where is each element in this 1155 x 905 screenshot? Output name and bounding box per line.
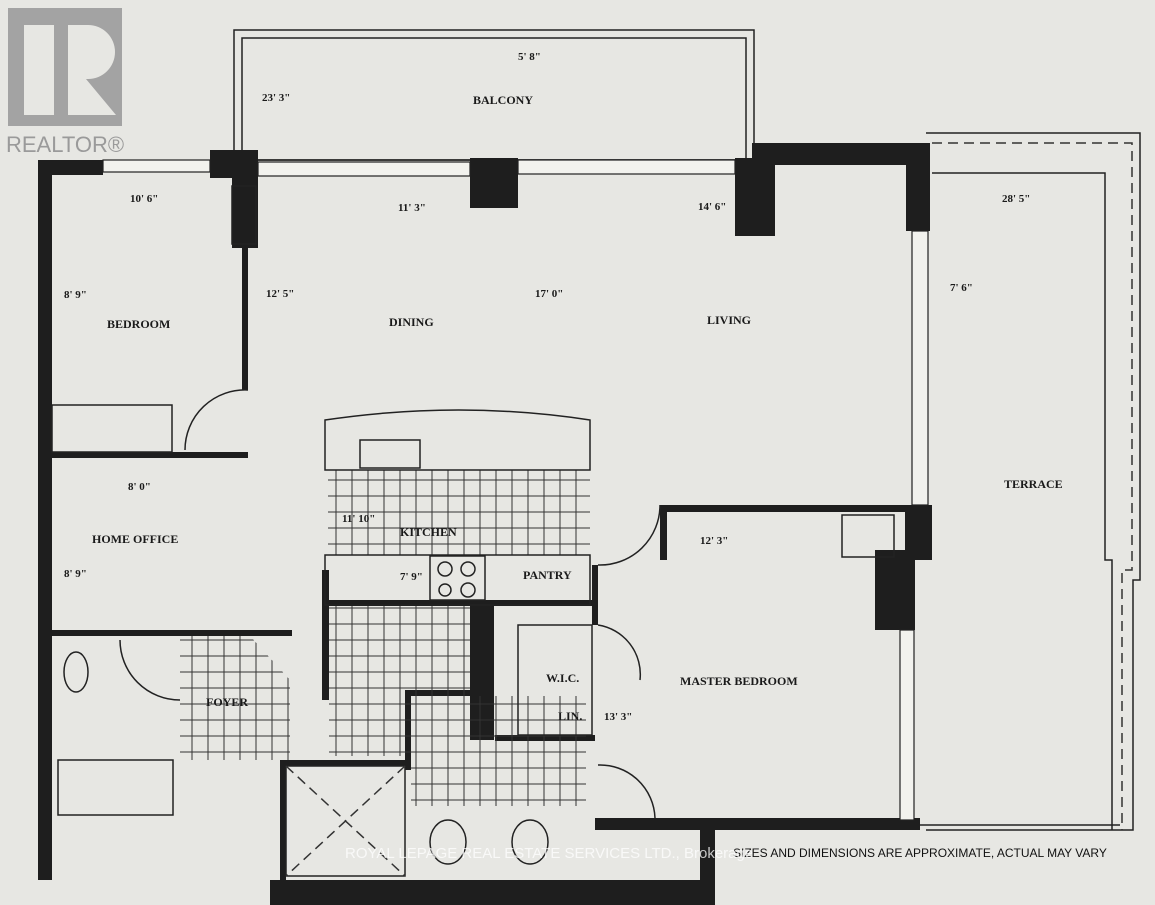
svg-text:14' 6": 14' 6" xyxy=(698,201,726,213)
svg-text:5' 8": 5' 8" xyxy=(518,51,541,63)
tile-floors xyxy=(51,185,895,877)
watermark-text: ROYAL LEPAGE REAL ESTATE SERVICES LTD., … xyxy=(345,845,753,862)
svg-text:REALTOR®: REALTOR® xyxy=(6,132,124,157)
svg-text:12' 5": 12' 5" xyxy=(266,288,294,300)
svg-text:8' 0": 8' 0" xyxy=(128,481,151,493)
room-labels: BALCONY BEDROOM DINING LIVING TERRACE HO… xyxy=(92,93,1063,723)
label-terrace: TERRACE xyxy=(1004,477,1063,491)
svg-text:13' 3": 13' 3" xyxy=(604,711,632,723)
svg-text:23' 3": 23' 3" xyxy=(262,92,290,104)
svg-text:11' 3": 11' 3" xyxy=(398,202,426,214)
label-home-office: HOME OFFICE xyxy=(92,532,178,546)
label-master-bedroom: MASTER BEDROOM xyxy=(680,674,798,688)
label-foyer: FOYER xyxy=(206,695,248,709)
label-bedroom: BEDROOM xyxy=(107,317,170,331)
dimension-labels: 5' 8" 23' 3" 10' 6" 8' 9" 11' 3" 12' 5" … xyxy=(64,51,1030,723)
realtor-logo: REALTOR® xyxy=(6,8,124,157)
label-wic: W.I.C. xyxy=(546,671,579,685)
label-lin: LIN. xyxy=(558,709,582,723)
svg-text:10' 6": 10' 6" xyxy=(130,193,158,205)
svg-text:12' 3": 12' 3" xyxy=(700,535,728,547)
svg-text:8' 9": 8' 9" xyxy=(64,568,87,580)
label-balcony: BALCONY xyxy=(473,93,533,107)
label-dining: DINING xyxy=(389,315,434,329)
windows xyxy=(102,159,929,821)
label-living: LIVING xyxy=(707,313,751,327)
svg-text:28' 5": 28' 5" xyxy=(1002,193,1030,205)
svg-text:11' 10": 11' 10" xyxy=(342,513,375,525)
svg-text:7' 6": 7' 6" xyxy=(950,282,973,294)
terrace-outline xyxy=(920,132,1141,831)
label-pantry: PANTRY xyxy=(523,568,572,582)
svg-text:7' 9": 7' 9" xyxy=(400,571,423,583)
svg-text:17' 0": 17' 0" xyxy=(535,288,563,300)
svg-text:8' 9": 8' 9" xyxy=(64,289,87,301)
label-kitchen: KITCHEN xyxy=(400,525,457,539)
disclaimer-text: SIZES AND DIMENSIONS ARE APPROXIMATE, AC… xyxy=(733,846,1107,860)
